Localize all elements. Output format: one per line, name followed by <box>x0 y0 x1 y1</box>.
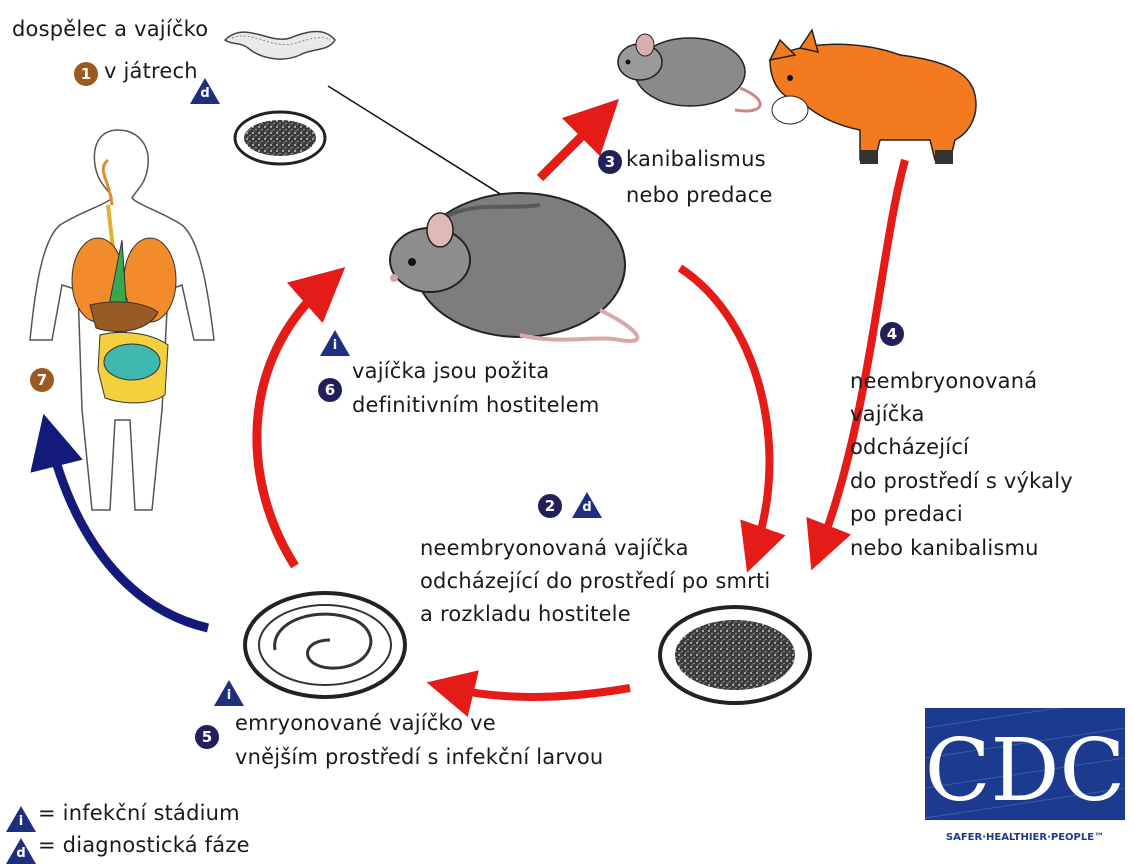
badge-5: 5 <box>195 725 219 749</box>
cdc-logo: CDC SAFER·HEALTHIER·PEOPLE™ <box>925 708 1125 853</box>
step2-line1: neembryonovaná vajíčka <box>420 535 689 562</box>
arrow-embryonated-to-human <box>50 440 208 628</box>
infective-marker-6: i <box>320 330 350 356</box>
step1-line2: v játrech <box>104 58 198 85</box>
step5-line1: emryonované vajíčko ve <box>235 710 496 737</box>
cdc-logo-text: CDC <box>925 721 1125 821</box>
embryonated-egg-icon <box>245 593 405 697</box>
legend-diagnostic-marker: d <box>6 838 36 864</box>
step2-line3: a rozkladu hostitele <box>420 601 631 628</box>
step4-line4: do prostředí s výkaly <box>850 468 1073 495</box>
diagnostic-marker-2: d <box>572 492 602 518</box>
step6-line2: definitivním hostitelem <box>352 392 600 419</box>
step4-line1: neembryonovaná <box>850 368 1037 395</box>
badge-4: 4 <box>880 322 904 346</box>
step4-line6: nebo kanibalismu <box>850 535 1039 562</box>
step3-line2: nebo predace <box>626 182 773 209</box>
step5-line2: vnějším prostředí s infekční larvou <box>235 744 603 771</box>
step1-line1: dospělec a vajíčko <box>12 16 208 43</box>
infective-marker-5: i <box>214 680 244 706</box>
step4-line2: vajíčka <box>850 401 925 428</box>
badge-1: 1 <box>74 62 98 86</box>
badge-6: 6 <box>318 378 342 402</box>
step4-line5: po predaci <box>850 501 963 528</box>
legend-infective-marker: i <box>6 806 36 832</box>
arrow-embryonated-to-rat <box>257 285 325 566</box>
small-rat-icon <box>618 34 760 111</box>
badge-7: 7 <box>30 368 54 392</box>
legend-diagnostic: = diagnostická fáze <box>38 832 250 859</box>
badge-2: 2 <box>538 494 562 518</box>
arrow-egg-to-embryonated <box>450 688 630 697</box>
step2-line2: odcházející do prostředí po smrti <box>420 568 770 595</box>
step6-line1: vajíčka jsou požita <box>352 358 549 385</box>
arrow-rat-to-small-rat <box>540 118 600 178</box>
step3-line1: kanibalismus <box>626 146 766 173</box>
legend-infective: = infekční stádium <box>38 800 240 827</box>
step4-line3: odcházející <box>850 434 969 461</box>
badge-3: 3 <box>598 150 622 174</box>
large-rat-icon <box>390 193 637 341</box>
diagnostic-marker-1: d <box>190 78 220 104</box>
fox-icon <box>770 30 976 164</box>
cdc-tagline: SAFER·HEALTHIER·PEOPLE™ <box>946 832 1104 843</box>
arrow-rat-to-egg <box>680 268 769 550</box>
